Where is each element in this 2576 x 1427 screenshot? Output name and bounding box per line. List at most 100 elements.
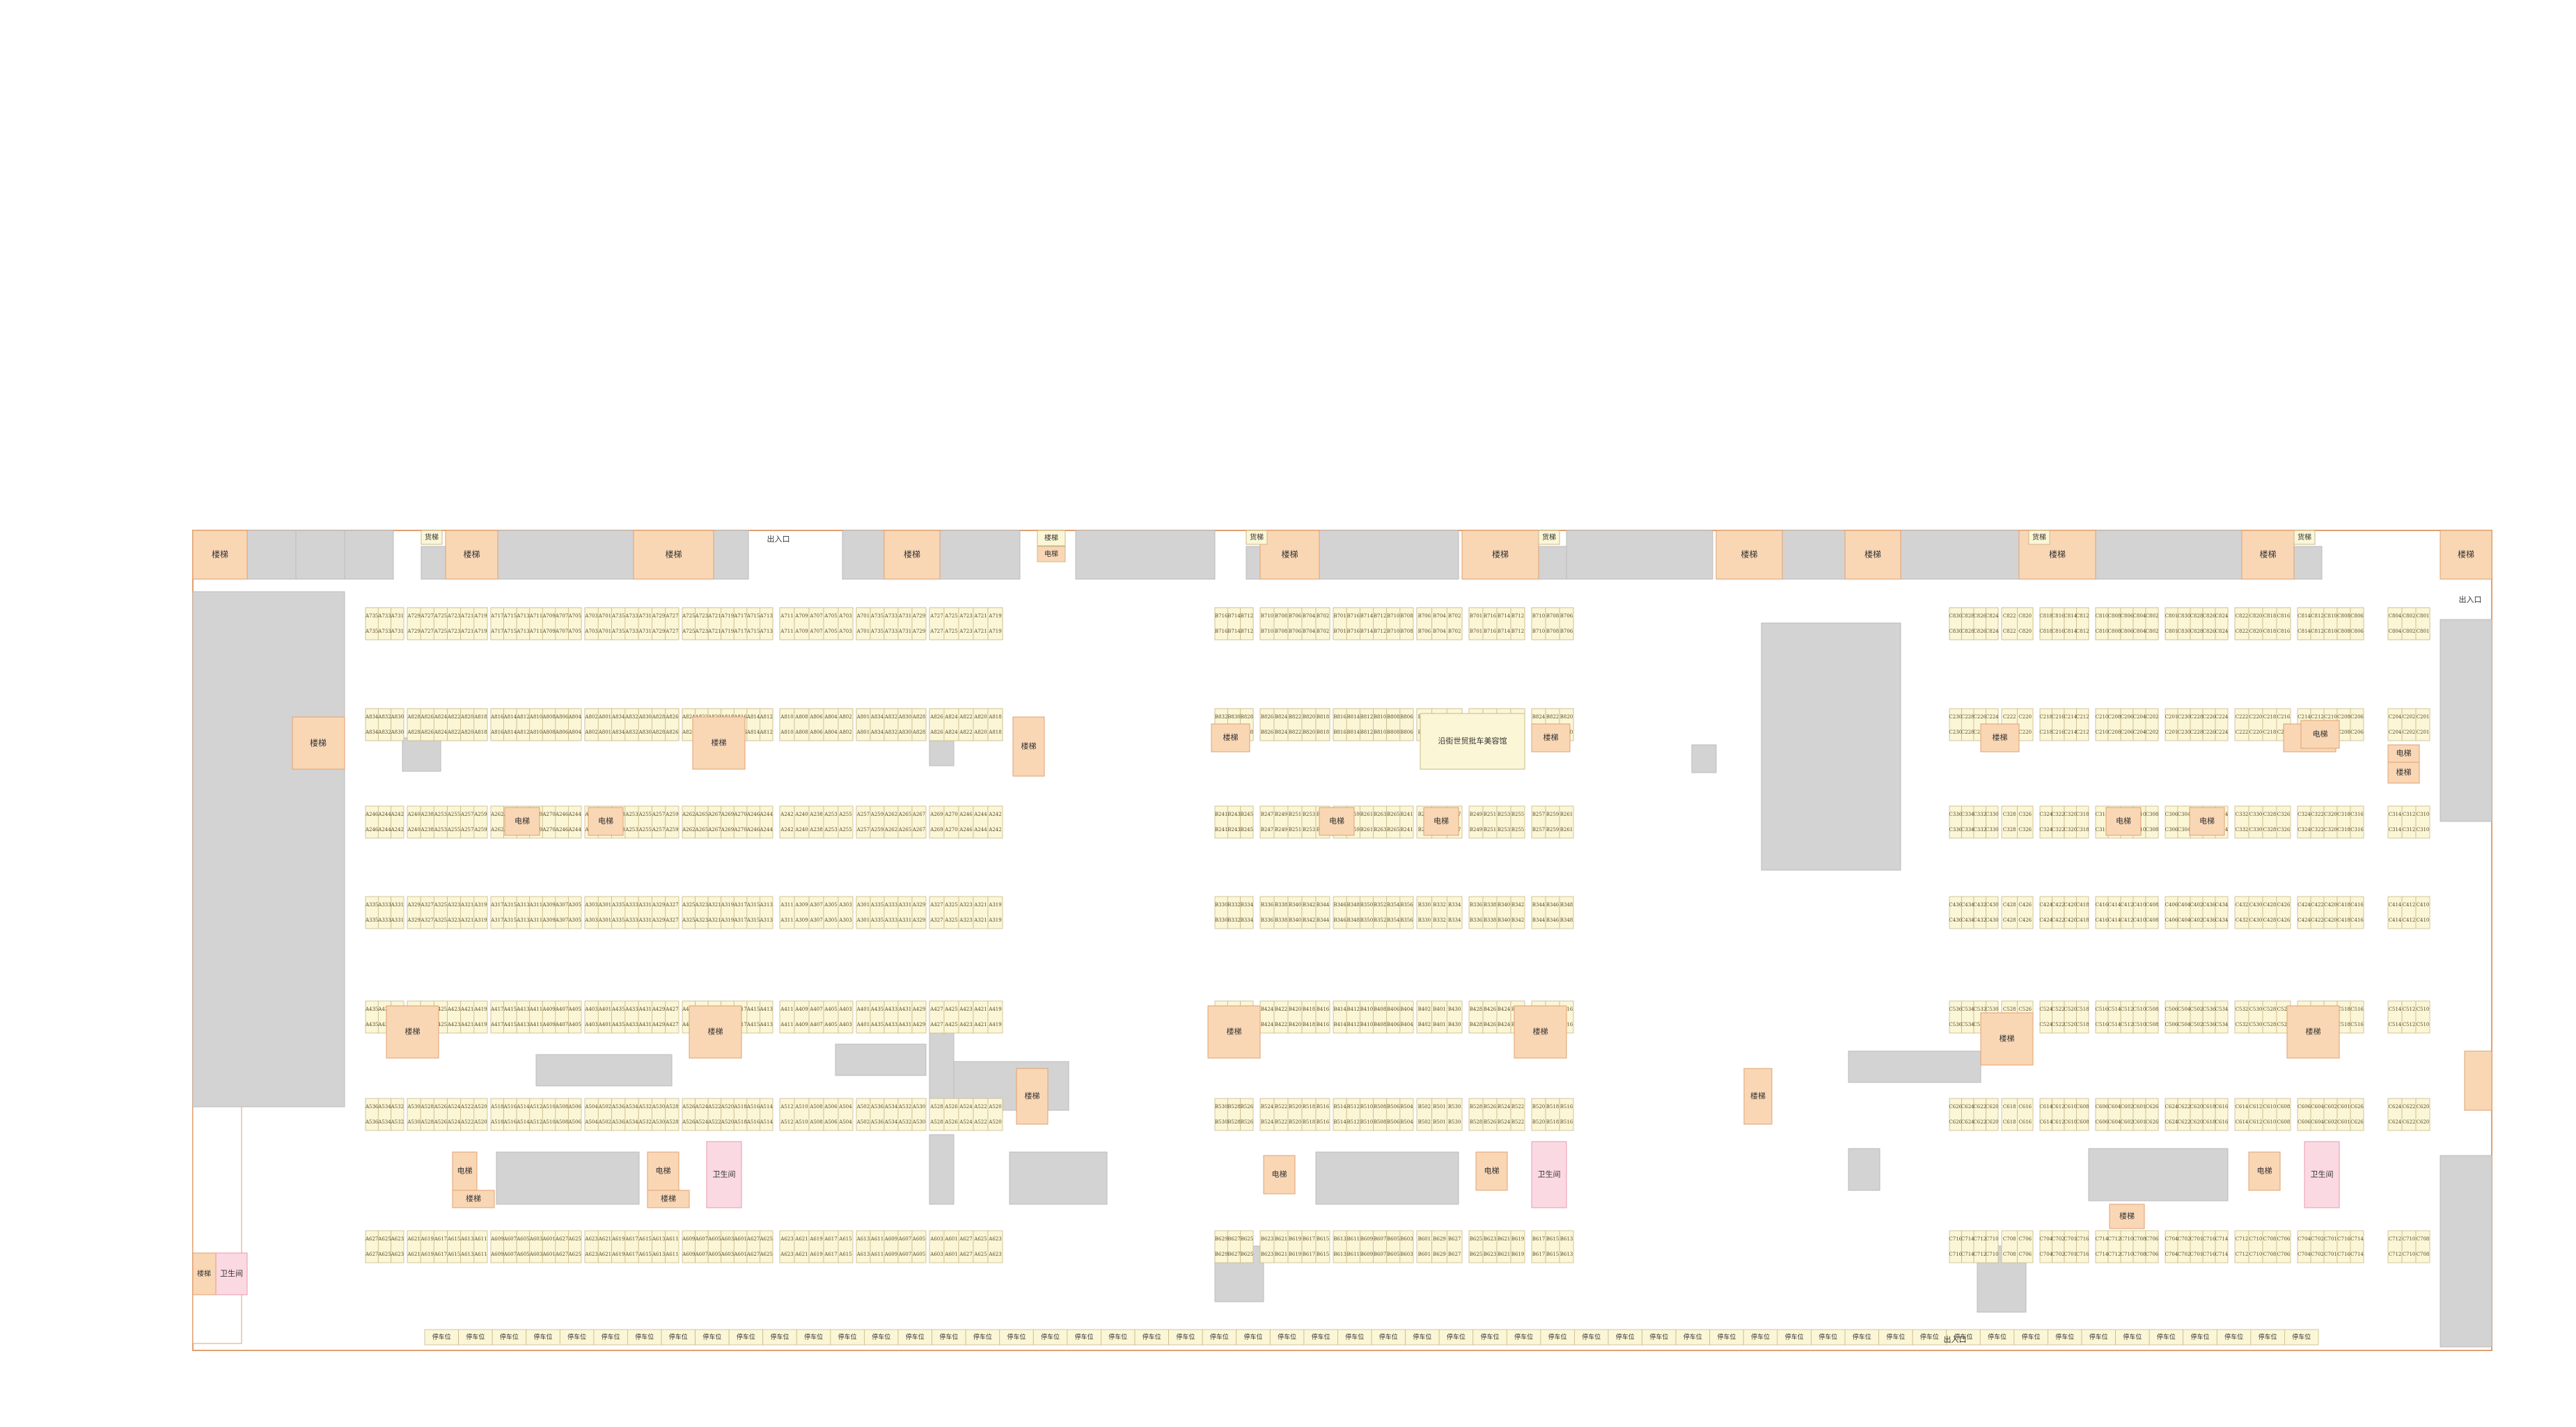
stall-cell[interactable] [625, 708, 639, 741]
stall-cell[interactable] [883, 1098, 899, 1131]
stall-cell[interactable] [1287, 1000, 1303, 1034]
stall-cell[interactable] [377, 1098, 392, 1131]
stall-cell[interactable] [1446, 1230, 1463, 1263]
stall-cell[interactable] [420, 1230, 434, 1263]
stall-cell[interactable] [2248, 1098, 2263, 1131]
stall-cell[interactable] [433, 896, 448, 929]
parking-space[interactable] [2284, 1329, 2319, 1346]
stall-cell[interactable] [682, 805, 696, 839]
stall-cell[interactable] [611, 1230, 626, 1263]
stall-cell[interactable] [2350, 1000, 2364, 1034]
stall-cell[interactable] [1227, 607, 1241, 640]
stall-cell[interactable] [1373, 896, 1388, 929]
stall-cell[interactable] [779, 607, 795, 640]
stall-cell[interactable] [2276, 1230, 2291, 1263]
stall-cell[interactable] [665, 896, 680, 929]
stall-cell[interactable] [1301, 805, 1317, 839]
stall-cell[interactable] [516, 607, 531, 640]
stall-cell[interactable] [911, 1098, 927, 1131]
stall-cell[interactable] [2120, 896, 2134, 929]
stall-cell[interactable] [2076, 1098, 2089, 1131]
stall-cell[interactable] [1399, 896, 1414, 929]
stall-cell[interactable] [420, 896, 434, 929]
stall-cell[interactable] [733, 1230, 748, 1263]
stall-cell[interactable] [433, 1230, 448, 1263]
stall-cell[interactable] [542, 708, 556, 741]
stall-cell[interactable] [542, 1000, 556, 1034]
stall-cell[interactable] [1346, 1000, 1360, 1034]
stall-cell[interactable] [1510, 805, 1525, 839]
stall-cell[interactable] [2039, 896, 2052, 929]
stall-cell[interactable] [503, 1000, 517, 1034]
stall-cell[interactable] [503, 1098, 517, 1131]
stall-cell[interactable] [391, 1098, 405, 1131]
stall-cell[interactable] [883, 896, 899, 929]
stall-cell[interactable] [2120, 607, 2134, 640]
stall-cell[interactable] [638, 1098, 652, 1131]
stall-cell[interactable] [929, 607, 945, 640]
stall-cell[interactable] [665, 607, 680, 640]
stall-cell[interactable] [447, 708, 462, 741]
stall-cell[interactable] [516, 708, 531, 741]
stall-cell[interactable] [1496, 1230, 1511, 1263]
stall-cell[interactable] [943, 805, 959, 839]
stall-cell[interactable] [695, 607, 709, 640]
stall-cell[interactable] [707, 1098, 722, 1131]
stall-cell[interactable] [1214, 896, 1228, 929]
stall-cell[interactable] [2017, 805, 2034, 839]
stall-cell[interactable] [707, 1230, 722, 1263]
stall-cell[interactable] [883, 1230, 899, 1263]
stall-cell[interactable] [2017, 896, 2034, 929]
stall-cell[interactable] [2133, 1098, 2146, 1131]
stall-cell[interactable] [897, 1230, 913, 1263]
stall-cell[interactable] [958, 1230, 974, 1263]
stall-cell[interactable] [1259, 708, 1275, 741]
stall-cell[interactable] [1259, 607, 1275, 640]
stall-cell[interactable] [1961, 1098, 1974, 1131]
stall-cell[interactable] [1559, 896, 1574, 929]
stall-cell[interactable] [2001, 1230, 2018, 1263]
stall-cell[interactable] [2017, 708, 2034, 741]
stall-cell[interactable] [2052, 1000, 2065, 1034]
stall-cell[interactable] [1510, 896, 1525, 929]
stall-cell[interactable] [447, 1000, 462, 1034]
stall-cell[interactable] [1431, 1098, 1447, 1131]
stall-cell[interactable] [2039, 1098, 2052, 1131]
stall-cell[interactable] [2401, 607, 2417, 640]
stall-cell[interactable] [1301, 1098, 1317, 1131]
stall-cell[interactable] [2234, 896, 2249, 929]
stall-cell[interactable] [760, 896, 773, 929]
stall-cell[interactable] [779, 1098, 795, 1131]
stall-cell[interactable] [555, 607, 569, 640]
stall-cell[interactable] [2095, 1098, 2109, 1131]
stall-cell[interactable] [1468, 896, 1484, 929]
stall-cell[interactable] [2387, 805, 2403, 839]
stall-cell[interactable] [2401, 1000, 2417, 1034]
stall-cell[interactable] [2387, 1000, 2403, 1034]
stall-cell[interactable] [2350, 607, 2364, 640]
stall-cell[interactable] [911, 1000, 927, 1034]
stall-cell[interactable] [420, 708, 434, 741]
stall-cell[interactable] [447, 1098, 462, 1131]
stall-cell[interactable] [1399, 1230, 1414, 1263]
stall-cell[interactable] [1482, 1230, 1498, 1263]
stall-cell[interactable] [625, 1000, 639, 1034]
stall-cell[interactable] [2107, 1098, 2121, 1131]
stall-cell[interactable] [625, 1230, 639, 1263]
stall-cell[interactable] [1240, 896, 1254, 929]
stall-cell[interactable] [987, 1000, 1003, 1034]
stall-cell[interactable] [870, 1000, 885, 1034]
stall-cell[interactable] [490, 1098, 504, 1131]
stall-cell[interactable] [943, 1230, 959, 1263]
stall-cell[interactable] [2165, 896, 2178, 929]
stall-cell[interactable] [2415, 708, 2430, 741]
stall-cell[interactable] [1949, 1230, 1962, 1263]
stall-cell[interactable] [2215, 708, 2229, 741]
stall-cell[interactable] [1386, 1230, 1401, 1263]
stall-cell[interactable] [2202, 1098, 2216, 1131]
stall-cell[interactable] [2165, 1230, 2178, 1263]
stall-cell[interactable] [2350, 1230, 2364, 1263]
stall-cell[interactable] [1227, 805, 1241, 839]
stall-cell[interactable] [973, 1000, 989, 1034]
stall-cell[interactable] [1240, 805, 1254, 839]
